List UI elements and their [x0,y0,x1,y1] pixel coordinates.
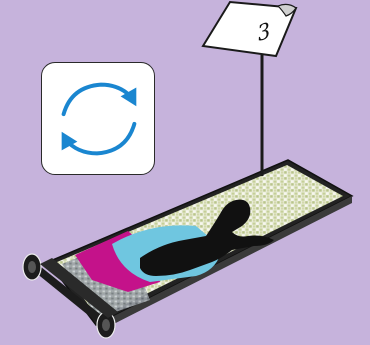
swap-button[interactable] [41,62,155,175]
rotate-arrows-icon [42,63,154,174]
